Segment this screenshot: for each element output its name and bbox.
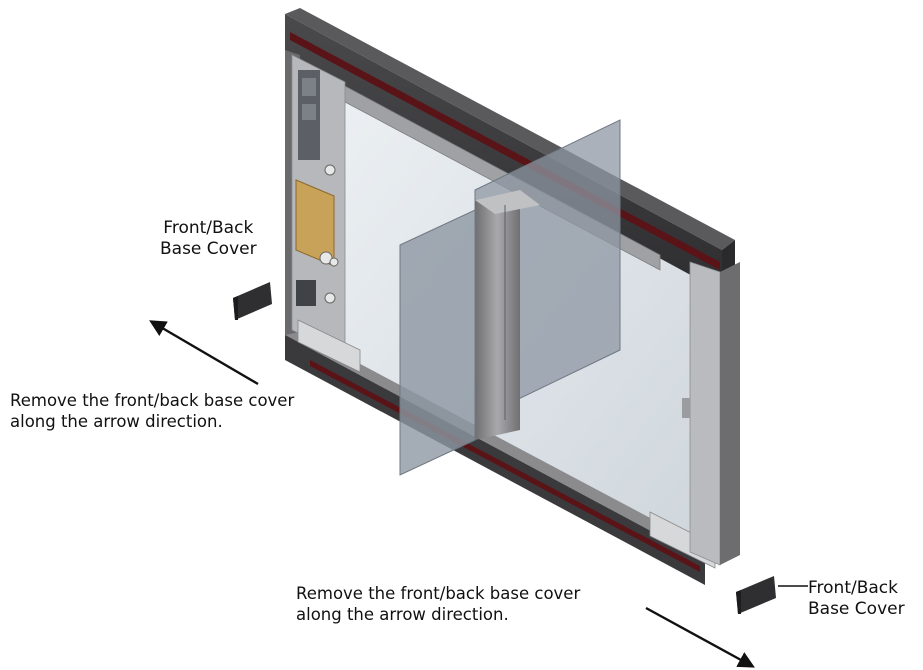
label-front-back-base-cover-left: Front/Back Base Cover xyxy=(160,218,257,260)
left-post xyxy=(285,50,346,356)
instruction-left: Remove the front/back base cover along t… xyxy=(10,390,294,432)
arrow-right xyxy=(645,606,755,668)
center-post xyxy=(475,190,540,440)
front-wing-panel xyxy=(399,209,476,476)
right-post xyxy=(682,261,740,566)
label-line-2: Base Cover xyxy=(808,599,905,619)
instruction-right: Remove the front/back base cover along t… xyxy=(296,583,580,625)
instruction-line-2: along the arrow direction. xyxy=(296,605,509,624)
instruction-line-2: along the arrow direction. xyxy=(10,412,223,431)
base-cover-right xyxy=(736,576,776,614)
label-line-1: Front/Back xyxy=(163,218,254,238)
instruction-line-1: Remove the front/back base cover xyxy=(10,391,295,410)
instruction-line-1: Remove the front/back base cover xyxy=(296,584,581,603)
label-line-1: Front/Back xyxy=(808,578,898,598)
base-cover-left xyxy=(233,282,272,320)
arrow-left xyxy=(149,320,259,386)
label-line-2: Base Cover xyxy=(160,239,257,259)
label-front-back-base-cover-right: Front/Back Base Cover xyxy=(808,578,905,620)
